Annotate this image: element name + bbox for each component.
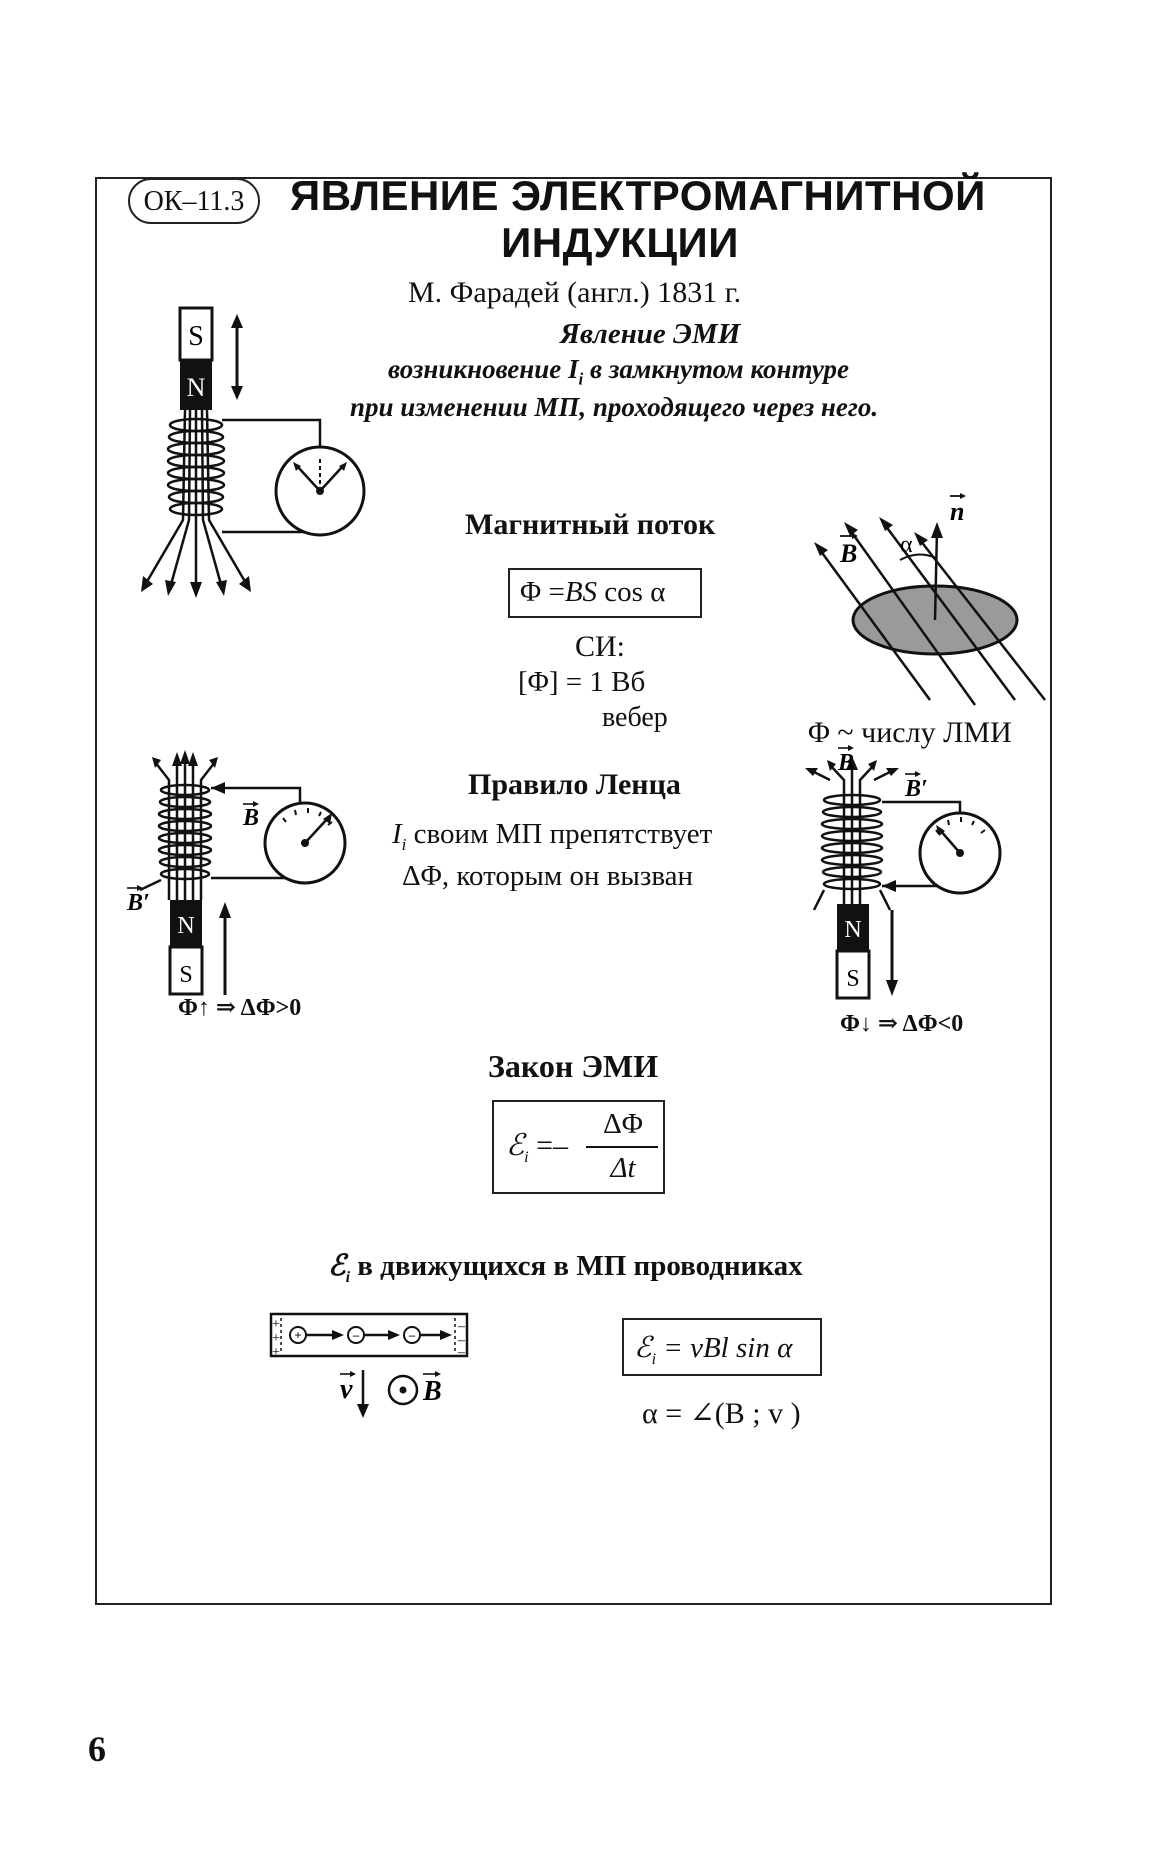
charge-3: – — [409, 1328, 416, 1342]
lenz-left-diagram: B B′ N S — [126, 750, 347, 996]
lenz-right-B-label: B — [837, 750, 854, 776]
lenz-left-Bprime-label: B′ — [126, 890, 150, 916]
moving-heading: ℰi в движущихся в МП проводниках — [328, 1250, 803, 1286]
lenz-left-pole-s: S — [179, 962, 192, 988]
lenz-line2: ΔΦ, которым он вызван — [402, 860, 694, 892]
page-number: 6 — [88, 1729, 106, 1769]
law-fraction-bar — [586, 1146, 658, 1148]
emi-definition-line1: возникновение Ii в замкнутом контуре — [388, 354, 849, 389]
emi-definition-line2: при изменении МП, проходящего через него… — [350, 392, 879, 422]
lenz-right-caption: Φ↓ ⇒ ΔΦ<0 — [840, 1011, 964, 1037]
conductor-plus-bottom: + — [272, 1345, 280, 1360]
charge-2: – — [353, 1328, 360, 1342]
charge-1: + — [294, 1328, 301, 1342]
faraday-coil-diagram: S N — [141, 306, 366, 598]
page-title-line1: ЯВЛЕНИЕ ЭЛЕКТРОМАГНИТНОЙ — [290, 172, 986, 219]
conductor-minus-bottom: – — [457, 1345, 466, 1360]
lenz-left-B-label: B — [242, 805, 259, 831]
motional-emf-formula: ℰi = vBl sin α — [634, 1332, 793, 1368]
flux-formula-box: Φ =BS cos α — [508, 568, 702, 618]
law-heading: Закон ЭМИ — [488, 1048, 659, 1084]
lenz-right-Bprime-label: B′ — [904, 776, 928, 802]
law-lhs: ℰi =– — [506, 1129, 569, 1166]
flux-proportional: Φ ~ числу ЛМИ — [808, 716, 1012, 749]
flux-unit: [Φ] = 1 Вб — [518, 666, 646, 698]
velocity-label: v — [340, 1374, 353, 1405]
flux-alpha-label: α — [900, 532, 913, 558]
emi-heading: Явление ЭМИ — [560, 318, 741, 350]
flux-unit-name: вебер — [602, 702, 668, 733]
conductor-plus-top: + — [272, 1317, 280, 1332]
svg-text:S: S — [188, 321, 204, 352]
flux-n-label: n — [950, 497, 964, 526]
flux-formula: Φ =BS cos α — [520, 576, 666, 608]
conductor-plus-mid: + — [272, 1331, 280, 1346]
lenz-right-diagram: B B′ N S — [805, 745, 1002, 1000]
motional-emf-formula-box: ℰi = vBl sin α — [622, 1318, 822, 1376]
flux-B-label: B — [839, 539, 857, 568]
section-code-badge: ОК–11.3 — [128, 178, 260, 224]
page-title-line2: ИНДУКЦИИ — [501, 219, 739, 266]
law-denominator: Δt — [610, 1152, 636, 1184]
lenz-right-pole-s: S — [846, 966, 859, 992]
lenz-right-pole-n: N — [844, 917, 861, 943]
conductor-minus-top: – — [457, 1319, 466, 1334]
lenz-line1: Ii своим МП препятствует — [392, 818, 713, 854]
page-frame — [95, 177, 1052, 1605]
lenz-left-caption: Φ↑ ⇒ ΔΦ>0 — [178, 995, 302, 1021]
flux-heading: Магнитный поток — [465, 508, 716, 541]
alpha-definition: α = ∠(B ; v ) — [642, 1397, 801, 1430]
law-numerator: ΔΦ — [603, 1108, 643, 1140]
law-formula-box: ℰi =– ΔΦ Δt — [492, 1100, 665, 1194]
field-B-label: B — [422, 1376, 442, 1407]
svg-text:N: N — [187, 373, 206, 402]
moving-conductor-diagram: + + + – – – + – – v B — [269, 1312, 469, 1418]
lenz-left-pole-n: N — [177, 913, 194, 939]
flux-surface-diagram: B n α — [814, 493, 1046, 706]
si-label: СИ: — [574, 630, 625, 663]
discoverer-text: М. Фарадей (англ.) 1831 г. — [408, 276, 742, 309]
conductor-minus-mid: – — [457, 1333, 466, 1348]
lenz-heading: Правило Ленца — [468, 768, 681, 801]
